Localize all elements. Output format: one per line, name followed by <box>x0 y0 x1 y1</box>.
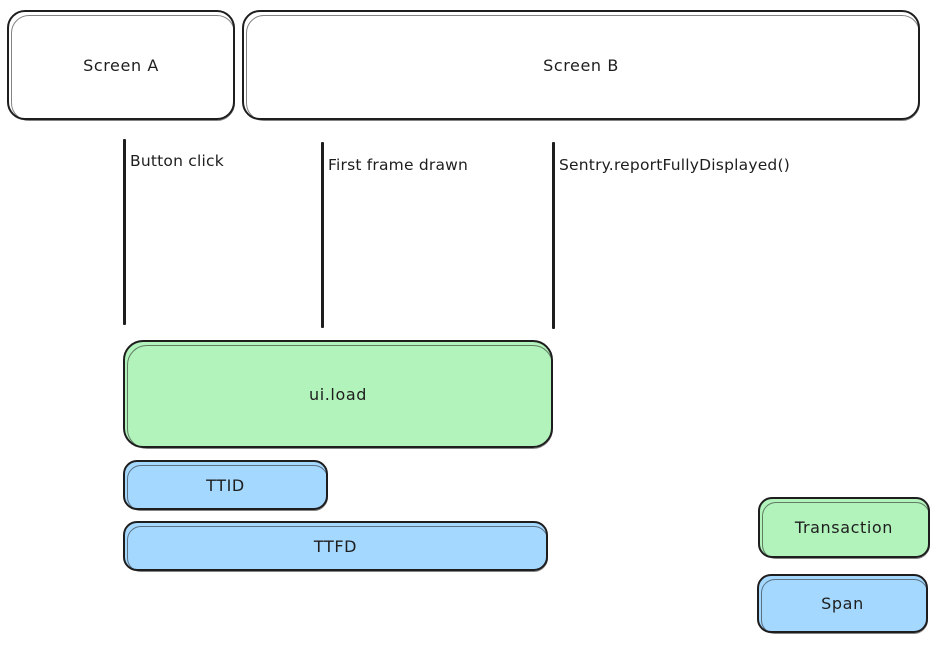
bar-ttid[interactable]: TTID <box>123 460 328 511</box>
bar-ttid-label: TTID <box>206 475 245 495</box>
screen-a-label: Screen A <box>83 55 159 75</box>
screen-b-box[interactable]: Screen B <box>242 10 920 121</box>
bar-ttfd[interactable]: TTFD <box>123 521 548 572</box>
screen-a-box[interactable]: Screen A <box>7 10 235 121</box>
marker-line-button-click <box>123 139 126 325</box>
marker-label-report-fully-displayed: Sentry.reportFullyDisplayed() <box>559 156 790 174</box>
screen-b-label: Screen B <box>543 55 619 75</box>
marker-line-report-fully-displayed <box>552 142 555 329</box>
legend-transaction-label: Transaction <box>794 518 894 537</box>
marker-label-button-click: Button click <box>130 152 224 170</box>
legend-item-span[interactable]: Span <box>757 574 928 634</box>
bar-ui-load[interactable]: ui.load <box>123 340 553 449</box>
marker-line-first-frame-drawn <box>321 142 324 328</box>
bar-ui-load-label: ui.load <box>308 384 368 404</box>
legend-item-transaction[interactable]: Transaction <box>758 497 930 559</box>
bar-ttfd-label: TTFD <box>313 536 358 556</box>
marker-label-first-frame-drawn: First frame drawn <box>328 156 469 174</box>
legend-span-label: Span <box>821 594 864 613</box>
